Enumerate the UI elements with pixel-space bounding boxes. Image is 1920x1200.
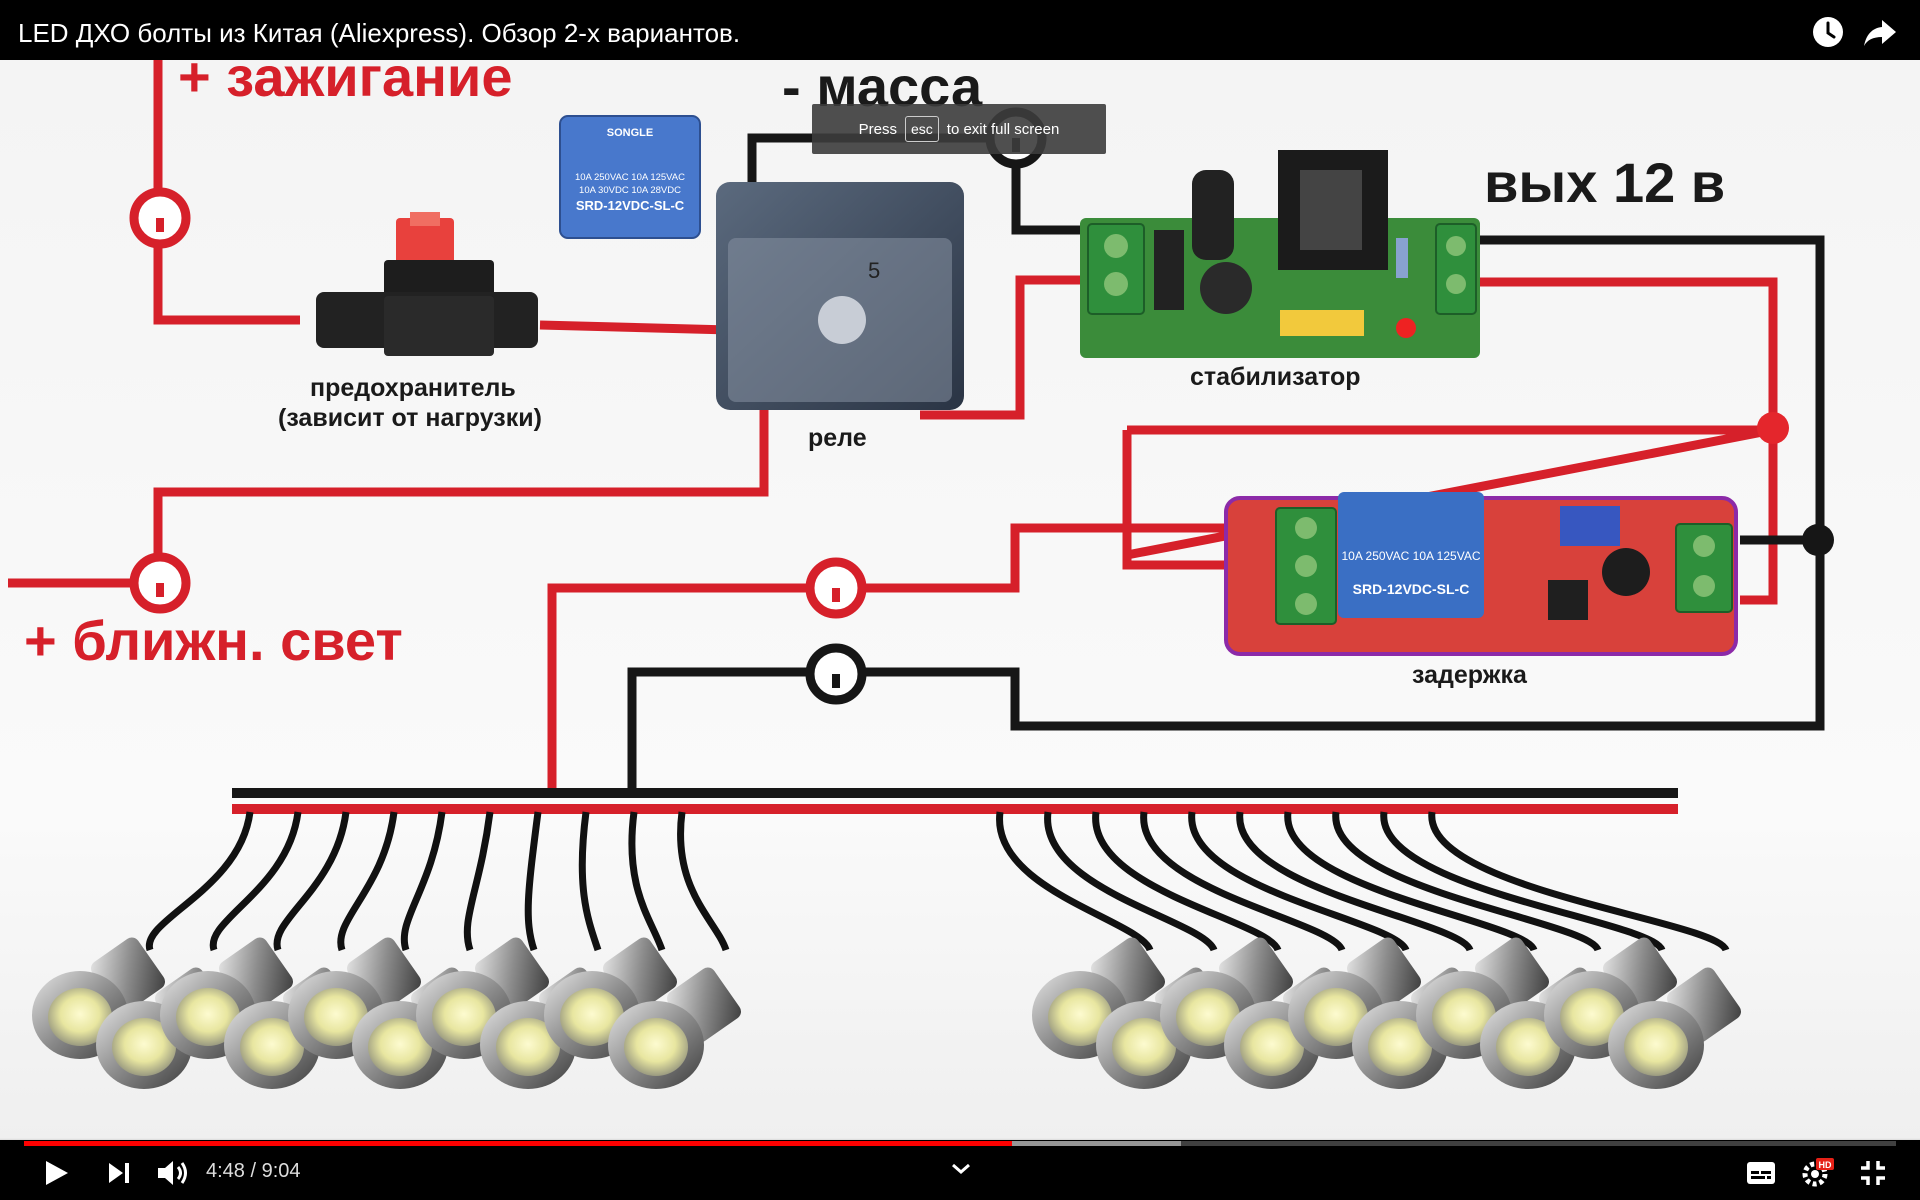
led-wire [628,811,666,952]
led-lens [1432,988,1496,1046]
led-lens [1240,1018,1304,1076]
led-wire [1428,811,1730,953]
led-wire [1092,811,1282,952]
led-wire [145,811,254,952]
led-lens [1368,1018,1432,1076]
junction-red-dot [1757,412,1789,444]
led-bolt [160,937,294,1059]
negative-bus [232,788,1678,798]
video-frame[interactable]: + зажигание - масса вых 12 в предохранит… [0,60,1920,1140]
led-wire [1044,811,1218,952]
delay-black-terminal [805,643,867,705]
led-wire [1188,811,1410,952]
led-lens [48,988,112,1046]
led-wire [524,811,542,952]
led-bolt [416,937,550,1059]
hint-suffix: to exit full screen [946,120,1060,138]
led-wire [337,811,398,952]
led-lens [496,1018,560,1076]
exit-fullscreen-icon[interactable] [1858,1158,1888,1193]
led-bolt [544,937,678,1059]
progress-bar[interactable] [24,1141,1896,1146]
relay-rating-1: 10A 250VAC 10A 125VAC [575,172,685,183]
led-lens [112,1018,176,1076]
junction-black-dot [1802,524,1834,556]
led-lens [176,988,240,1046]
ignition-label: + зажигание [178,60,513,108]
low-beam-terminal [129,552,191,614]
led-wire [1332,811,1602,953]
led-wire [1236,811,1474,952]
led-wire [463,811,494,952]
led-bolt [1032,937,1166,1059]
led-wire [273,811,350,952]
relay-brand: SONGLE [607,127,653,139]
delay-relay-model: SRD-12VDC-SL-C [1353,581,1470,597]
led-bolt [1416,937,1550,1059]
led-bolts [32,811,1742,1089]
video-title[interactable]: LED ДХО болты из Китая (Aliexpress). Обз… [18,18,741,48]
gear-icon[interactable]: HD [1800,1158,1834,1193]
volume-icon[interactable] [156,1158,190,1193]
relay-pin-number: 5 [868,258,880,283]
positive-bus [232,804,1678,814]
time-separator: / [250,1160,257,1182]
relay-rating-2: 10A 30VDC 10A 28VDC [579,185,681,196]
led-lens [1112,1018,1176,1076]
led-wire [677,811,730,952]
hint-prefix: Press [858,120,897,138]
fuse-note: (зависит от нагрузки) [278,404,542,432]
esc-key: esc [904,116,939,142]
stabilizer-board [1080,150,1480,358]
wiring-diagram: + зажигание - масса вых 12 в предохранит… [8,60,1834,1089]
led-wire [1140,811,1346,952]
fuse-holder [316,212,538,356]
low-beam-label: + ближн. свет [24,609,403,672]
led-lens [1560,988,1624,1046]
share-arrow-icon[interactable] [1862,14,1898,50]
led-lens [1304,988,1368,1046]
top-bar: LED ДХО болты из Китая (Aliexpress). Обз… [0,0,1920,60]
quality-badge: HD [1819,1160,1832,1170]
progress-played [24,1141,1013,1146]
led-lens [304,988,368,1046]
led-lens [1496,1018,1560,1076]
next-icon[interactable] [106,1160,132,1191]
time-display: 4:48 / 9:04 [206,1160,301,1183]
subtitles-icon[interactable] [1746,1160,1776,1191]
clock-icon[interactable] [1810,14,1846,50]
fuse-label: предохранитель [310,374,516,402]
relay-model: SRD-12VDC-SL-C [576,198,685,213]
led-wire [578,811,602,952]
output-label: вых 12 в [1484,151,1725,214]
stabilizer-label: стабилизатор [1190,363,1361,391]
led-lens [1176,988,1240,1046]
led-lens [240,1018,304,1076]
led-lens [432,988,496,1046]
relay-photo: SONGLE 10A 250VAC 10A 125VAC 10A 30VDC 1… [559,115,701,239]
ignition-terminal [129,187,191,249]
fullscreen-hint: Press esc to exit full screen [812,104,1106,154]
relay-module: 5 [716,182,964,410]
led-bolt [608,967,742,1089]
led-lens [1624,1018,1688,1076]
led-wire [209,811,302,952]
delay-red-terminal [805,557,867,619]
delay-relay-rating: 10A 250VAC 10A 125VAC [1342,549,1481,563]
time-total: 9:04 [261,1160,301,1182]
led-wire [996,811,1154,952]
led-lens [1048,988,1112,1046]
led-lens [560,988,624,1046]
led-bolt [1608,967,1742,1089]
chevron-down-icon[interactable] [950,1162,972,1181]
player-controls [0,1138,1920,1200]
led-lens [368,1018,432,1076]
time-current: 4:48 [206,1160,245,1182]
play-icon[interactable] [42,1158,70,1193]
delay-board: 10A 250VAC 10A 125VAC SRD-12VDC-SL-C [1224,492,1738,656]
led-wire [400,811,446,952]
delay-label: задержка [1412,661,1528,689]
relay-label: реле [808,424,867,452]
led-lens [624,1018,688,1076]
